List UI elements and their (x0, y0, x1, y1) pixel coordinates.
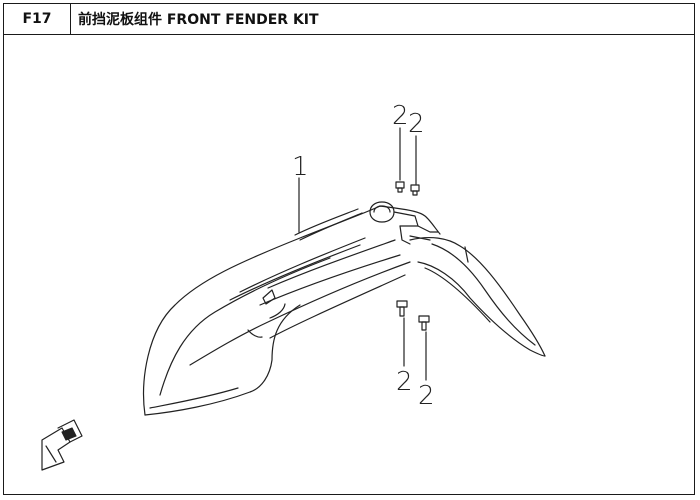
callout-bolt-top-left: 2 (392, 101, 409, 131)
callout-bolt-bottom-right: 2 (418, 381, 435, 411)
parts-sheet-frame: F17 前挡泥板组件 FRONT FENDER KIT (3, 3, 695, 495)
front-direction-arrow-icon (41, 419, 83, 471)
sheet-title: 前挡泥板组件 FRONT FENDER KIT (78, 12, 319, 28)
callout-fender: 1 (292, 152, 309, 182)
figure-code: F17 (4, 4, 71, 34)
bolt-top-left[interactable] (395, 181, 405, 193)
front-fender-part[interactable] (143, 201, 546, 416)
callout-bolt-top-right: 2 (408, 109, 425, 139)
bolt-top-right[interactable] (410, 184, 420, 196)
bolt-bottom-left[interactable] (396, 300, 408, 317)
callout-bolt-bottom-left: 2 (396, 367, 413, 397)
sheet-header: F17 前挡泥板组件 FRONT FENDER KIT (4, 4, 694, 35)
bolt-bottom-right[interactable] (418, 315, 430, 331)
